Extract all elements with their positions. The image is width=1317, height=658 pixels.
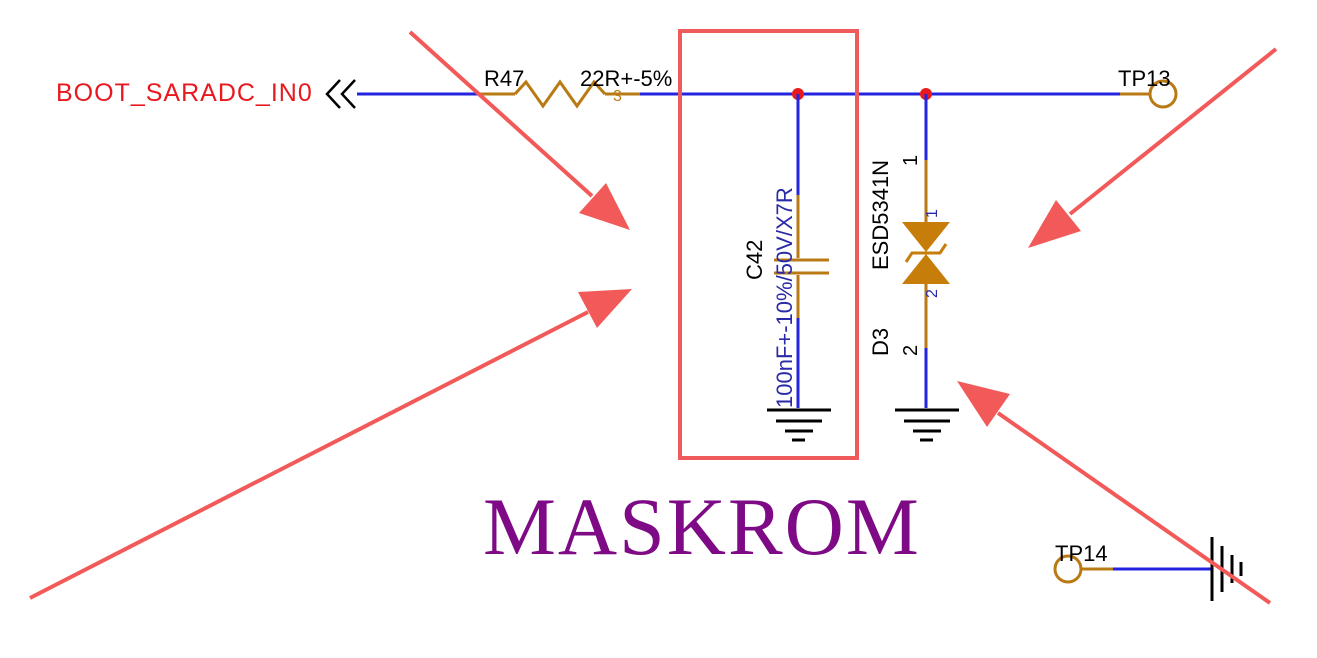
ground-symbol-icon: [895, 408, 959, 442]
resistor-symbol: [480, 79, 640, 109]
tp14-label: TP14: [1055, 541, 1108, 566]
ground-symbol-icon: [767, 408, 831, 442]
capacitor-symbol: [774, 195, 829, 318]
double-chevron-left-icon: [325, 79, 356, 109]
diode-pin2-small: 2: [924, 289, 941, 298]
diode-pin1-small: 1: [924, 209, 941, 218]
highlight-box: [678, 29, 859, 460]
ground-symbol-icon: [1210, 537, 1243, 601]
diode-part: ESD5341N: [868, 160, 893, 270]
diode-ref: D3: [868, 328, 893, 356]
arrow-icon: [408, 30, 630, 230]
title-text: MASKROM: [483, 481, 921, 572]
diode-pin2: 2: [900, 345, 922, 356]
diode-pin1: 1: [900, 155, 922, 166]
arrow-icon: [29, 289, 632, 600]
test-point-circle-icon: [1148, 79, 1178, 109]
capacitor-value: 100nF+-10%/50V/X7R: [772, 187, 797, 408]
capacitor-ref: C42: [742, 240, 767, 280]
tp13-label: TP13: [1118, 66, 1171, 91]
resistor-value: 22R+-5%: [580, 66, 672, 91]
arrow-icon: [957, 381, 1272, 605]
tvs-diode-icon: [902, 222, 950, 284]
resistor-pin: 3: [613, 88, 622, 105]
resistor-ref: R47: [484, 66, 524, 91]
net-label: BOOT_SARADC_IN0: [56, 79, 313, 107]
arrow-icon: [1028, 47, 1278, 248]
